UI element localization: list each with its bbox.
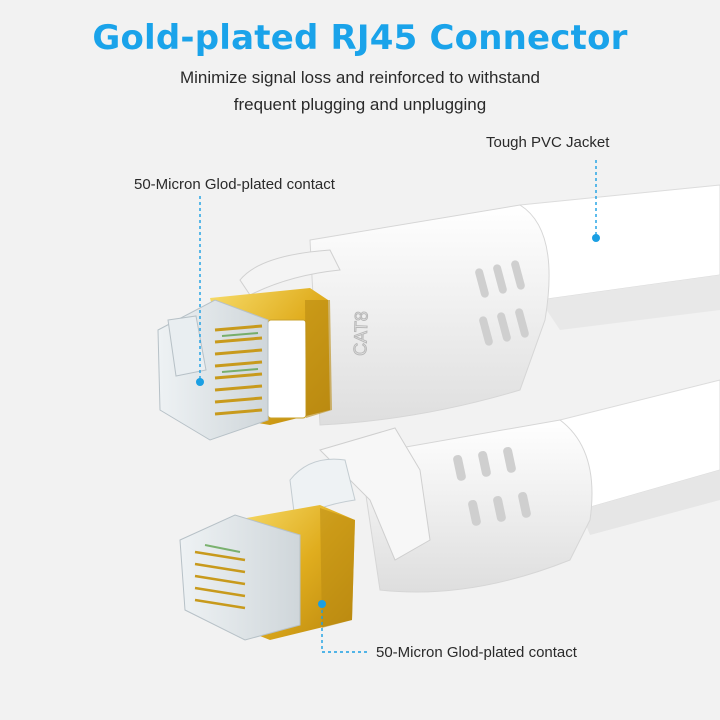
page-title: Gold-plated RJ45 Connector: [92, 18, 628, 58]
callout-dot-icon: [318, 600, 326, 608]
subtitle-line-2: frequent plugging and unplugging: [233, 95, 487, 114]
connector-boot-bottom: [289, 419, 593, 593]
clear-plug-top: [157, 299, 269, 441]
page-subtitle: Minimize signal loss and reinforced to w…: [0, 64, 720, 118]
cable-marking: CAT8: [350, 311, 372, 356]
callout-contact-top: 50-Micron Glod-plated contact: [134, 176, 335, 193]
cable-jacket-top: [519, 184, 720, 330]
callout-dot-icon: [592, 234, 600, 242]
connector-boot-top: [239, 204, 550, 426]
clear-plug-bottom: [179, 514, 301, 641]
callout-contact-bottom: 50-Micron Glod-plated contact: [376, 644, 577, 661]
callout-dot-icon: [196, 378, 204, 386]
leader-lines: [199, 160, 597, 653]
callout-jacket: Tough PVC Jacket: [486, 134, 610, 151]
subtitle-line-1: Minimize signal loss and reinforced to w…: [179, 68, 540, 87]
cable-jacket-bottom: [559, 379, 720, 535]
